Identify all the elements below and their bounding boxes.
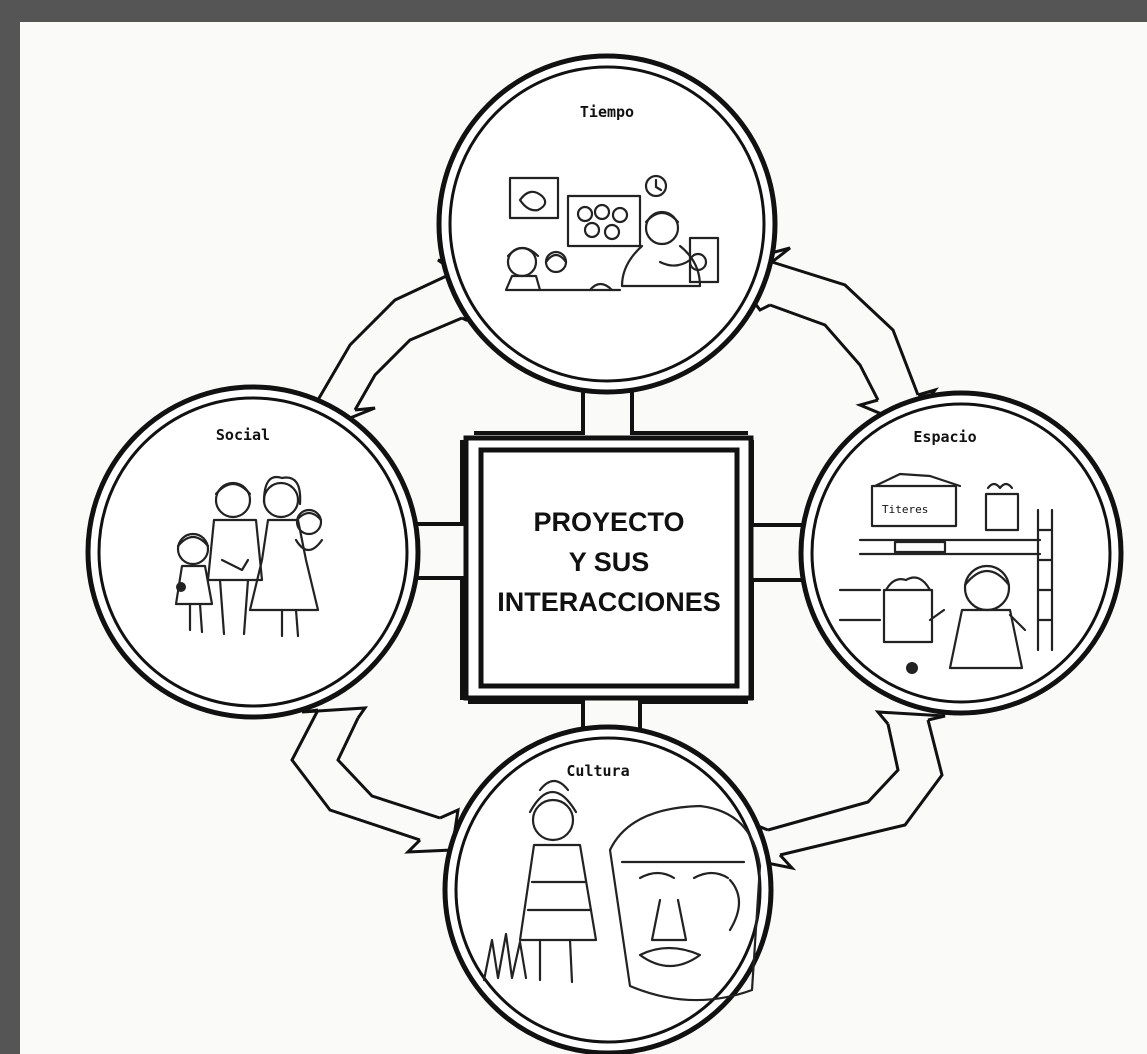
tiempo-illustration [504,174,720,292]
social-illustration [174,475,324,638]
cultura-label: Cultura [566,762,629,780]
node-tiempo: Tiempo [436,53,778,395]
center-title-line3: INTERACCIONES [497,587,721,617]
titeres-box-label: Titeres [882,503,928,516]
tiempo-label: Tiempo [580,103,634,121]
social-label: Social [216,426,270,444]
espacio-label: Espacio [913,428,976,446]
connector-top [474,378,748,435]
node-espacio: Espacio Titeres [798,390,1124,716]
node-social: Social [85,384,421,720]
node-cultura: Cultura [442,724,774,1054]
cultura-illustration [482,779,762,1002]
connector-left [410,440,464,700]
center-title-line1: PROYECTO [533,507,684,537]
center-title-line2: Y SUS [569,547,650,577]
center-box: PROYECTO Y SUS INTERACCIONES [463,435,754,701]
espacio-illustration: Titeres [838,472,1054,674]
